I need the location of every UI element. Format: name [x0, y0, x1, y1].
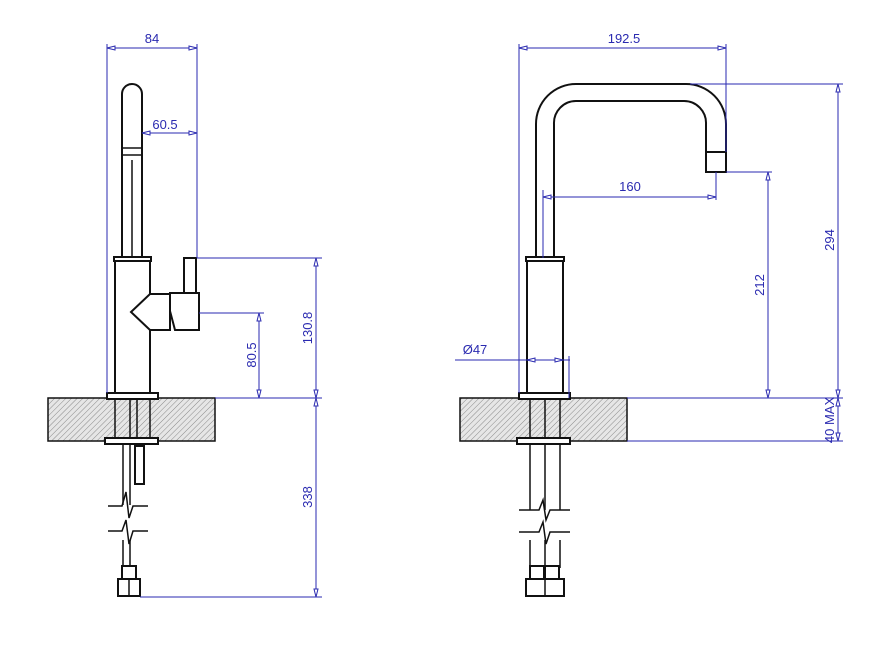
dimension-arrows — [106, 45, 841, 598]
faucet-body — [526, 259, 564, 394]
break-line — [519, 519, 570, 545]
break-line — [519, 497, 570, 523]
front-view: 192.5 160 212 294 40 MAX Ø47 — [106, 31, 843, 598]
lever — [183, 257, 197, 295]
dim-max-counter-thickness: 40 MAX — [822, 397, 837, 444]
break-line — [108, 519, 148, 545]
spout — [535, 83, 727, 259]
dim-overall-width: 84 — [145, 31, 159, 46]
dim-handle-height: 130.8 — [300, 312, 315, 345]
dim-outlet-height: 212 — [752, 274, 767, 296]
dim-handle-axis-height: 80.5 — [244, 342, 259, 367]
mounting-flange — [516, 437, 571, 445]
dim-spout-to-handle: 60.5 — [152, 117, 177, 132]
faucet-body — [114, 259, 151, 394]
dim-spout-reach: 160 — [619, 179, 641, 194]
side-view: 84 60.5 130.8 80.5 338 — [47, 31, 322, 598]
countertop-section — [459, 397, 628, 442]
spout-outlet — [705, 151, 727, 173]
hose-connector — [529, 565, 545, 580]
break-line — [108, 491, 148, 519]
mounting-flange — [104, 437, 159, 445]
dim-spout-reach-total: 192.5 — [608, 31, 641, 46]
handle-hub — [129, 293, 171, 331]
countertop-section — [47, 397, 216, 442]
base-flange — [518, 392, 571, 400]
dim-overall-height: 294 — [822, 229, 837, 251]
dim-hose-length: 338 — [300, 486, 315, 508]
hose-connector — [121, 565, 137, 580]
dim-body-diameter: Ø47 — [463, 342, 488, 357]
base-flange — [106, 392, 159, 400]
